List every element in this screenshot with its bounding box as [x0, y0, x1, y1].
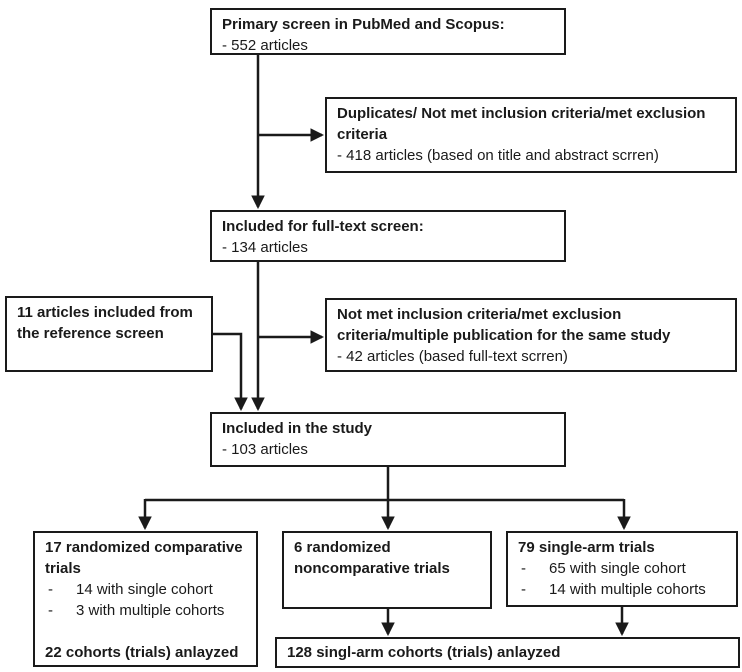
reference-title: 11 articles included from the reference … [17, 304, 193, 342]
box-fulltext-screen: Included for full-text screen: - 134 art… [210, 210, 566, 262]
box-single-arm-trials: 79 single-arm trials - 65 with single co… [506, 531, 738, 607]
box-fulltext-excluded: Not met inclusion criteria/met exclusion… [325, 298, 737, 372]
comparative-item-single-cohort: - 14 with single cohort [45, 579, 246, 600]
fulltext-title: Included for full-text screen: [222, 218, 424, 235]
box-included-in-study: Included in the study - 103 articles [210, 412, 566, 467]
comparative-title: 17 randomized comparative trials [45, 539, 243, 577]
included-count: - 103 articles [222, 441, 308, 458]
comparative-item-multiple-cohorts: - 3 with multiple cohorts [45, 600, 246, 621]
box-reference-screen: 11 articles included from the reference … [5, 296, 213, 372]
pooled-title: 128 singl-arm cohorts (trials) anlayzed [287, 644, 561, 661]
singlearm-item-text: 65 with single cohort [549, 560, 686, 577]
box-primary-screen: Primary screen in PubMed and Scopus: - 5… [210, 8, 566, 55]
included-title: Included in the study [222, 420, 373, 437]
dash-marker: - [521, 560, 526, 577]
notmet-count: - 42 articles (based full-text scrren) [337, 348, 568, 365]
notmet-title: Not met inclusion criteria/met exclusion… [337, 306, 671, 344]
dash-marker: - [48, 581, 53, 598]
primary-screen-title: Primary screen in PubMed and Scopus: [222, 16, 505, 33]
fulltext-count: - 134 articles [222, 239, 308, 256]
duplicates-count: - 418 articles (based on title and abstr… [337, 147, 659, 164]
singlearm-item-text: 14 with multiple cohorts [549, 581, 706, 598]
connector-reference-to-included [213, 332, 248, 412]
singlearm-item-multiple-cohorts: - 14 with multiple cohorts [518, 579, 726, 600]
singlearm-title: 79 single-arm trials [518, 539, 655, 556]
comparative-item-text: 3 with multiple cohorts [76, 602, 225, 619]
noncomparative-title: 6 randomized noncomparative trials [294, 539, 450, 577]
dash-marker: - [48, 602, 53, 619]
box-pooled-cohorts-analyzed: 128 singl-arm cohorts (trials) anlayzed [275, 637, 740, 668]
box-duplicates-excluded: Duplicates/ Not met inclusion criteria/m… [325, 97, 737, 173]
comparative-cohorts-analyzed: 22 cohorts (trials) anlayzed [45, 644, 239, 661]
comparative-item-text: 14 with single cohort [76, 581, 213, 598]
box-randomized-comparative-trials: 17 randomized comparative trials - 14 wi… [33, 531, 258, 667]
duplicates-title: Duplicates/ Not met inclusion criteria/m… [337, 105, 706, 143]
singlearm-item-single-cohort: - 65 with single cohort [518, 558, 726, 579]
primary-screen-count: - 552 articles [222, 37, 308, 54]
box-randomized-noncomparative-trials: 6 randomized noncomparative trials [282, 531, 492, 609]
dash-marker: - [521, 581, 526, 598]
